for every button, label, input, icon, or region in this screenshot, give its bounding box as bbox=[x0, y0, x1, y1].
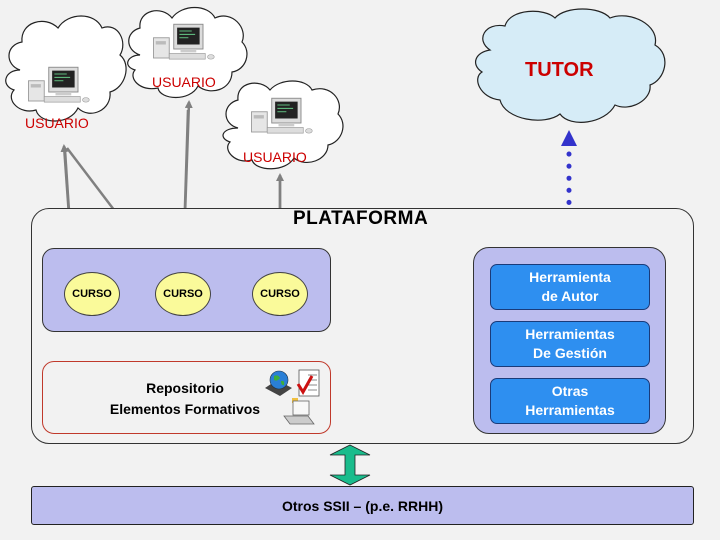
cloud-shape bbox=[127, 6, 248, 99]
tutor-cloud bbox=[474, 8, 666, 123]
platform-title: PLATAFORMA bbox=[293, 208, 429, 229]
repository-title: Repositorio bbox=[146, 380, 224, 396]
double-arrow-icon bbox=[329, 444, 371, 486]
management-tools-button[interactable]: Herramientas De Gestión bbox=[490, 321, 650, 367]
other-tools-button[interactable]: Otras Herramientas bbox=[490, 378, 650, 424]
tutor-label: TUTOR bbox=[525, 59, 594, 81]
user-label-2: USUARIO bbox=[152, 74, 216, 90]
globe-book-icon bbox=[265, 370, 292, 396]
repository-label: Repositorio Elementos Formativos bbox=[90, 378, 280, 420]
course-label: CURSO bbox=[72, 288, 112, 300]
course-label: CURSO bbox=[260, 288, 300, 300]
course-node-3[interactable]: CURSO bbox=[252, 272, 308, 316]
platform-ssii-connector bbox=[329, 444, 371, 486]
course-node-2[interactable]: CURSO bbox=[155, 272, 211, 316]
user-cloud-3 bbox=[222, 80, 344, 170]
course-node-1[interactable]: CURSO bbox=[64, 272, 120, 316]
user-cloud-2 bbox=[127, 6, 248, 99]
user-label-1: USUARIO bbox=[25, 115, 89, 131]
user-label-3: USUARIO bbox=[243, 149, 307, 165]
checklist-icon bbox=[296, 369, 320, 397]
arrow-up-head bbox=[561, 130, 577, 146]
laptop-folder-icon bbox=[283, 398, 315, 425]
cloud-shape bbox=[474, 8, 666, 123]
external-systems-label: Otros SSII – (p.e. RRHH) bbox=[281, 497, 444, 514]
course-label: CURSO bbox=[163, 288, 203, 300]
authoring-tool-button[interactable]: Herramienta de Autor bbox=[490, 264, 650, 310]
external-systems-bar[interactable]: Otros SSII – (p.e. RRHH) bbox=[31, 486, 694, 525]
repository-icons bbox=[265, 369, 320, 425]
repository-subtitle: Elementos Formativos bbox=[109, 401, 261, 417]
user-cloud-1 bbox=[5, 15, 127, 122]
